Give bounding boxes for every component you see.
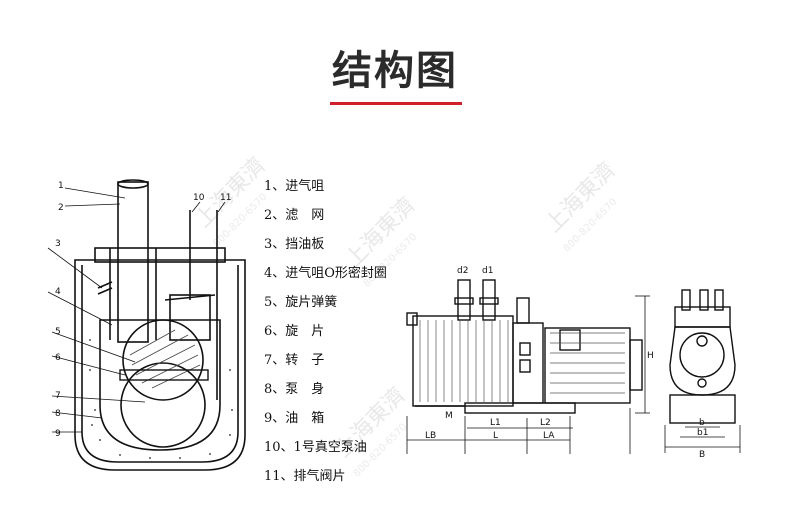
legend-item: 5、旋片弹簧 (264, 295, 338, 310)
legend-item: 10、1号真空泵油 (264, 440, 367, 455)
dim-LB: LB (425, 431, 436, 441)
dim-H: H (647, 351, 654, 361)
dim-LA: LA (543, 431, 555, 441)
dim-d2: d2 (457, 266, 468, 276)
legend-item: 2、滤 网 (264, 208, 325, 223)
legend-item: 6、旋 片 (264, 324, 325, 339)
end-view-drawing: b b1 B (664, 289, 741, 460)
callout-8: 8 (55, 409, 61, 419)
dim-d1: d1 (482, 266, 493, 276)
watermark-company: 上海東濟 (540, 157, 621, 238)
dim-L2: L2 (540, 418, 551, 428)
callout-7: 7 (55, 391, 61, 401)
legend-item: 11、排气阀片 (264, 469, 346, 484)
side-view-drawing: d2 d1 H M L1 L2 LB L LA (406, 266, 654, 454)
callout-4: 4 (55, 287, 61, 297)
callout-10: 10 (193, 193, 205, 203)
legend-item: 3、挡油板 (264, 237, 325, 252)
legend-item: 1、进气咀 (264, 179, 325, 194)
legend-item: 9、油 箱 (264, 411, 325, 426)
dim-b: b (699, 418, 705, 428)
callout-5: 5 (55, 327, 61, 337)
dim-L: L (493, 431, 498, 441)
cross-section-diagram: 1 2 3 4 5 6 7 8 9 10 11 (47, 179, 246, 471)
dim-L1: L1 (490, 418, 501, 428)
callout-11: 11 (220, 193, 231, 203)
dim-b1: b1 (697, 428, 708, 438)
callout-1: 1 (58, 181, 64, 191)
parts-legend: 1、进气咀 2、滤 网 3、挡油板 4、进气咀O形密封圈 5、旋片弹簧 6、旋 … (264, 172, 434, 491)
page-title: 结构图 (332, 48, 458, 94)
legend-item: 8、泵 身 (264, 382, 325, 397)
dim-B: B (699, 450, 705, 460)
callout-3: 3 (55, 239, 61, 249)
title-underline (330, 102, 462, 105)
callout-2: 2 (58, 203, 64, 213)
dim-M: M (445, 411, 453, 421)
callout-6: 6 (55, 353, 61, 363)
legend-item: 7、转 子 (264, 353, 325, 368)
callout-9: 9 (55, 429, 61, 439)
legend-item: 4、进气咀O形密封圈 (264, 266, 387, 281)
